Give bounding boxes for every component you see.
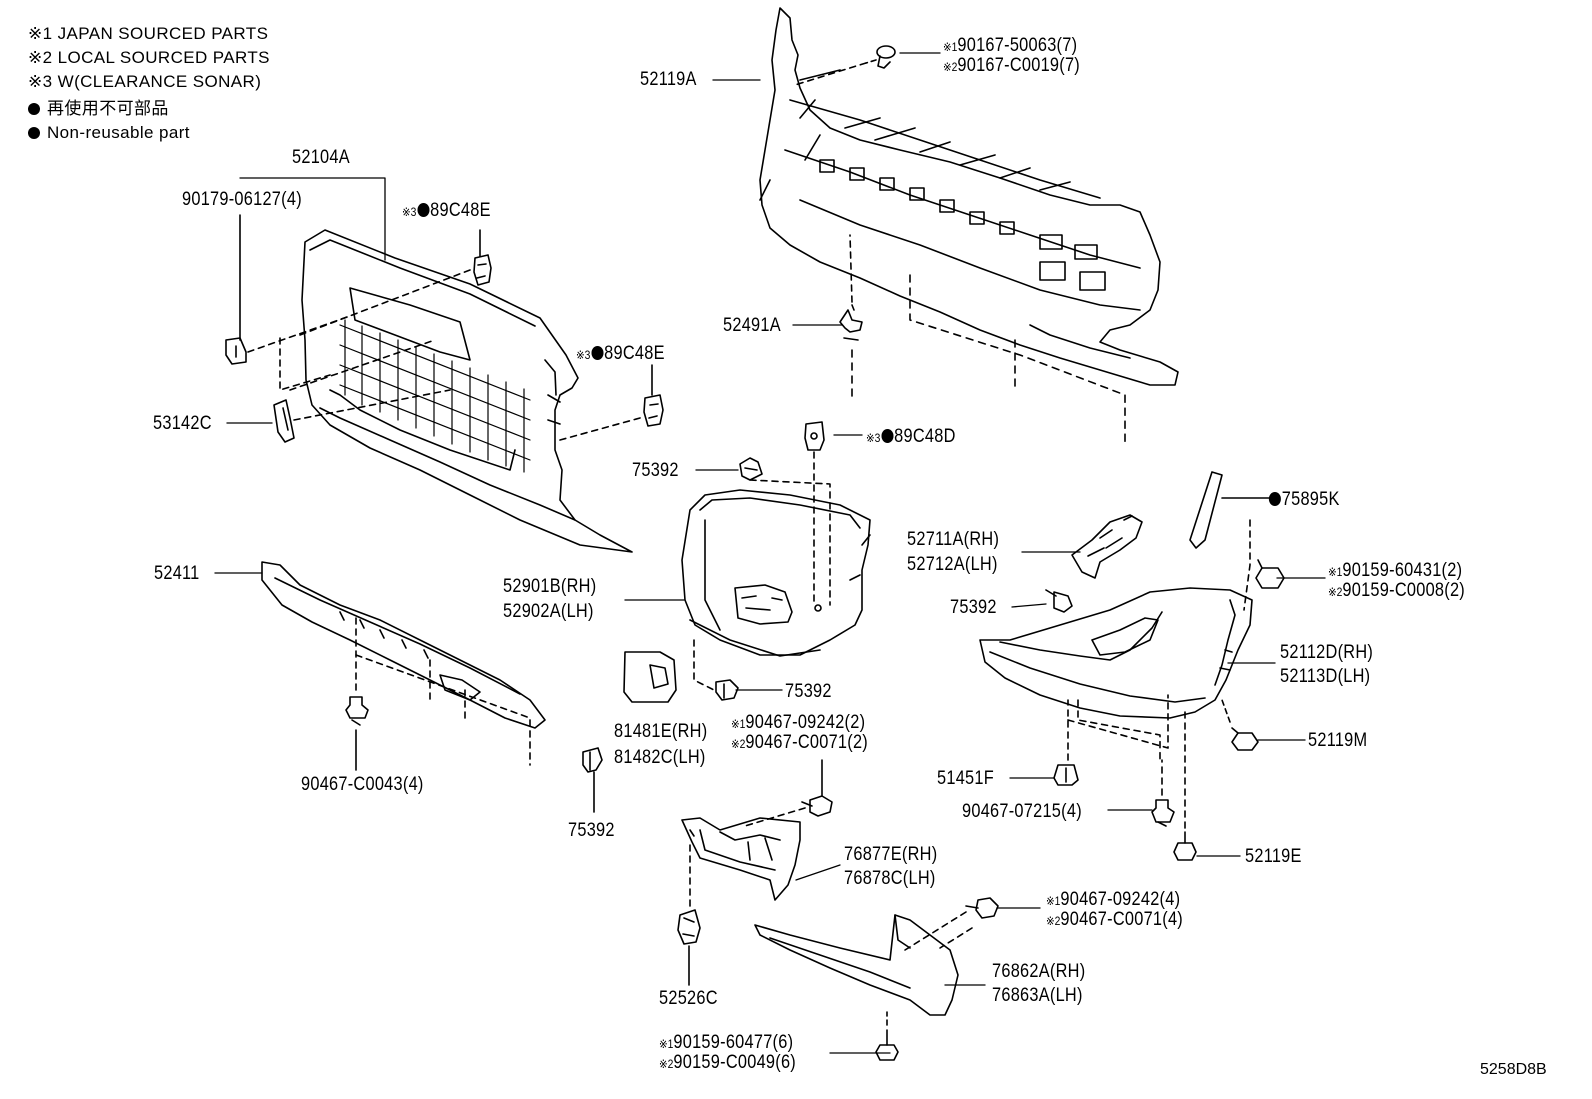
clip-75392-lower-drawing <box>582 747 603 813</box>
part-label-76877E[interactable]: 76877E(RH) <box>844 844 938 865</box>
retainer-81481E-drawing <box>623 651 677 703</box>
legend-clearance-sonar: ※3 W(CLEARANCE SONAR) <box>28 72 262 91</box>
side-cover-52901B-drawing <box>681 489 871 657</box>
lower-grille-52411-drawing <box>261 561 546 729</box>
part-label-90467-09242-a[interactable]: ※190467-09242(2) <box>731 712 866 733</box>
clip-51451F-drawing <box>1053 694 1169 786</box>
part-label-90467-C0071-b[interactable]: ※290467-C0071(4) <box>1046 909 1184 930</box>
part-label-52712A[interactable]: 52712A(LH) <box>907 554 998 575</box>
part-label-90159-C0008[interactable]: ※290159-C0008(2) <box>1328 580 1466 601</box>
part-label-52119E[interactable]: 52119E <box>1245 846 1302 867</box>
figure-code: 5258D8B <box>1480 1061 1547 1078</box>
bolt-90167-drawing <box>794 45 896 86</box>
bracket-53142C-drawing <box>273 389 451 443</box>
non-reusable-dot-icon <box>591 346 604 360</box>
legend-non-reusable-jp: 再使用不可部品 <box>28 100 169 117</box>
part-label-51451F[interactable]: 51451F <box>937 768 994 789</box>
clip-90467-07215-drawing <box>1151 759 1175 827</box>
nut-90179-drawing <box>225 214 351 365</box>
part-label-90167-C0019[interactable]: ※290167-C0019(7) <box>943 55 1081 76</box>
bumper-absorber-drawing <box>759 7 1179 386</box>
part-label-52119M[interactable]: 52119M <box>1308 730 1368 751</box>
part-label-90179-06127[interactable]: 90179-06127(4) <box>182 189 302 210</box>
part-label-76862A[interactable]: 76862A(RH) <box>992 961 1086 982</box>
part-label-75392-upper[interactable]: 75392 <box>632 460 679 481</box>
bolt-90159-60431-drawing <box>1243 519 1285 611</box>
part-label-52104A[interactable]: 52104A <box>292 147 350 168</box>
clip-75392-right-drawing <box>1045 589 1073 613</box>
clip-75392-mid-drawing <box>693 639 739 701</box>
clip-90467-09242-b-drawing <box>904 897 999 951</box>
non-reusable-dot-icon <box>1268 492 1281 506</box>
sensor-holder-89C48E-drawing <box>279 229 492 391</box>
part-label-52112D[interactable]: 52112D(RH) <box>1280 642 1374 663</box>
radiator-grille-drawing <box>301 229 633 553</box>
non-reusable-dot-icon <box>881 429 894 443</box>
sensor-holder-89C48D-drawing <box>804 421 825 606</box>
part-label-75392-right[interactable]: 75392 <box>950 597 997 618</box>
part-label-76878C[interactable]: 76878C(LH) <box>844 868 936 889</box>
part-label-52119A[interactable]: 52119A <box>640 69 697 90</box>
bumper-extension-52112D-drawing <box>979 587 1253 719</box>
under-cover-76877E-drawing <box>681 817 801 901</box>
part-label-75392-lower[interactable]: 75392 <box>568 820 615 841</box>
part-label-81482C[interactable]: 81482C(LH) <box>614 747 706 768</box>
part-label-90467-C0071-a[interactable]: ※290467-C0071(2) <box>731 732 869 753</box>
part-label-52711A[interactable]: 52711A(RH) <box>907 529 1000 550</box>
bracket-52526C-drawing <box>677 844 701 986</box>
part-label-52901B[interactable]: 52901B(RH) <box>503 576 597 597</box>
part-label-75392-mid[interactable]: 75392 <box>785 681 832 702</box>
non-reusable-dot-icon <box>417 203 430 217</box>
part-label-81481E[interactable]: 81481E(RH) <box>614 721 708 742</box>
part-label-52902A[interactable]: 52902A(LH) <box>503 601 594 622</box>
non-reusable-bullet-icon <box>28 127 40 139</box>
sensor-holder-89C48E-right-drawing <box>559 364 664 441</box>
part-label-90159-60431[interactable]: ※190159-60431(2) <box>1328 560 1463 581</box>
part-label-90167-50063[interactable]: ※190167-50063(7) <box>943 35 1078 56</box>
legend-non-reusable-en: Non-reusable part <box>28 124 190 141</box>
clip-90467-09242-drawing <box>744 759 833 827</box>
non-reusable-bullet-icon <box>28 103 40 115</box>
part-label-90159-60477[interactable]: ※190159-60477(6) <box>659 1032 794 1053</box>
clip-90467-C0043-drawing <box>345 614 531 771</box>
screw-90159-60477-drawing <box>875 1011 899 1061</box>
part-label-52411[interactable]: 52411 <box>154 563 200 584</box>
clip-75392-upper-drawing <box>739 457 831 606</box>
screw-52119E-drawing <box>1173 709 1197 861</box>
part-label-53142C[interactable]: 53142C <box>153 413 212 434</box>
leader-lines <box>214 52 1326 1054</box>
part-label-90467-C0043[interactable]: 90467-C0043(4) <box>301 774 424 795</box>
part-label-90467-09242-b[interactable]: ※190467-09242(4) <box>1046 889 1181 910</box>
mud-guard-76862A-drawing <box>754 914 959 1016</box>
legend-local-sourced: ※2 LOCAL SOURCED PARTS <box>28 48 270 67</box>
bracket-52711A-drawing <box>1071 514 1143 579</box>
part-label-52491A[interactable]: 52491A <box>723 315 781 336</box>
part-label-90467-07215[interactable]: 90467-07215(4) <box>962 801 1082 822</box>
strip-75895K-drawing <box>1189 471 1271 549</box>
part-label-90159-C0049[interactable]: ※290159-C0049(6) <box>659 1052 797 1073</box>
bolt-52119M-drawing <box>1221 699 1259 751</box>
legend-japan-sourced: ※1 JAPAN SOURCED PARTS <box>28 24 269 43</box>
part-label-76863A[interactable]: 76863A(LH) <box>992 985 1083 1006</box>
clip-52491A-drawing <box>839 234 863 341</box>
part-label-52526C[interactable]: 52526C <box>659 988 718 1009</box>
part-label-75895K[interactable]: 75895K <box>1268 490 1340 509</box>
part-label-52113D[interactable]: 52113D(LH) <box>1280 666 1371 687</box>
